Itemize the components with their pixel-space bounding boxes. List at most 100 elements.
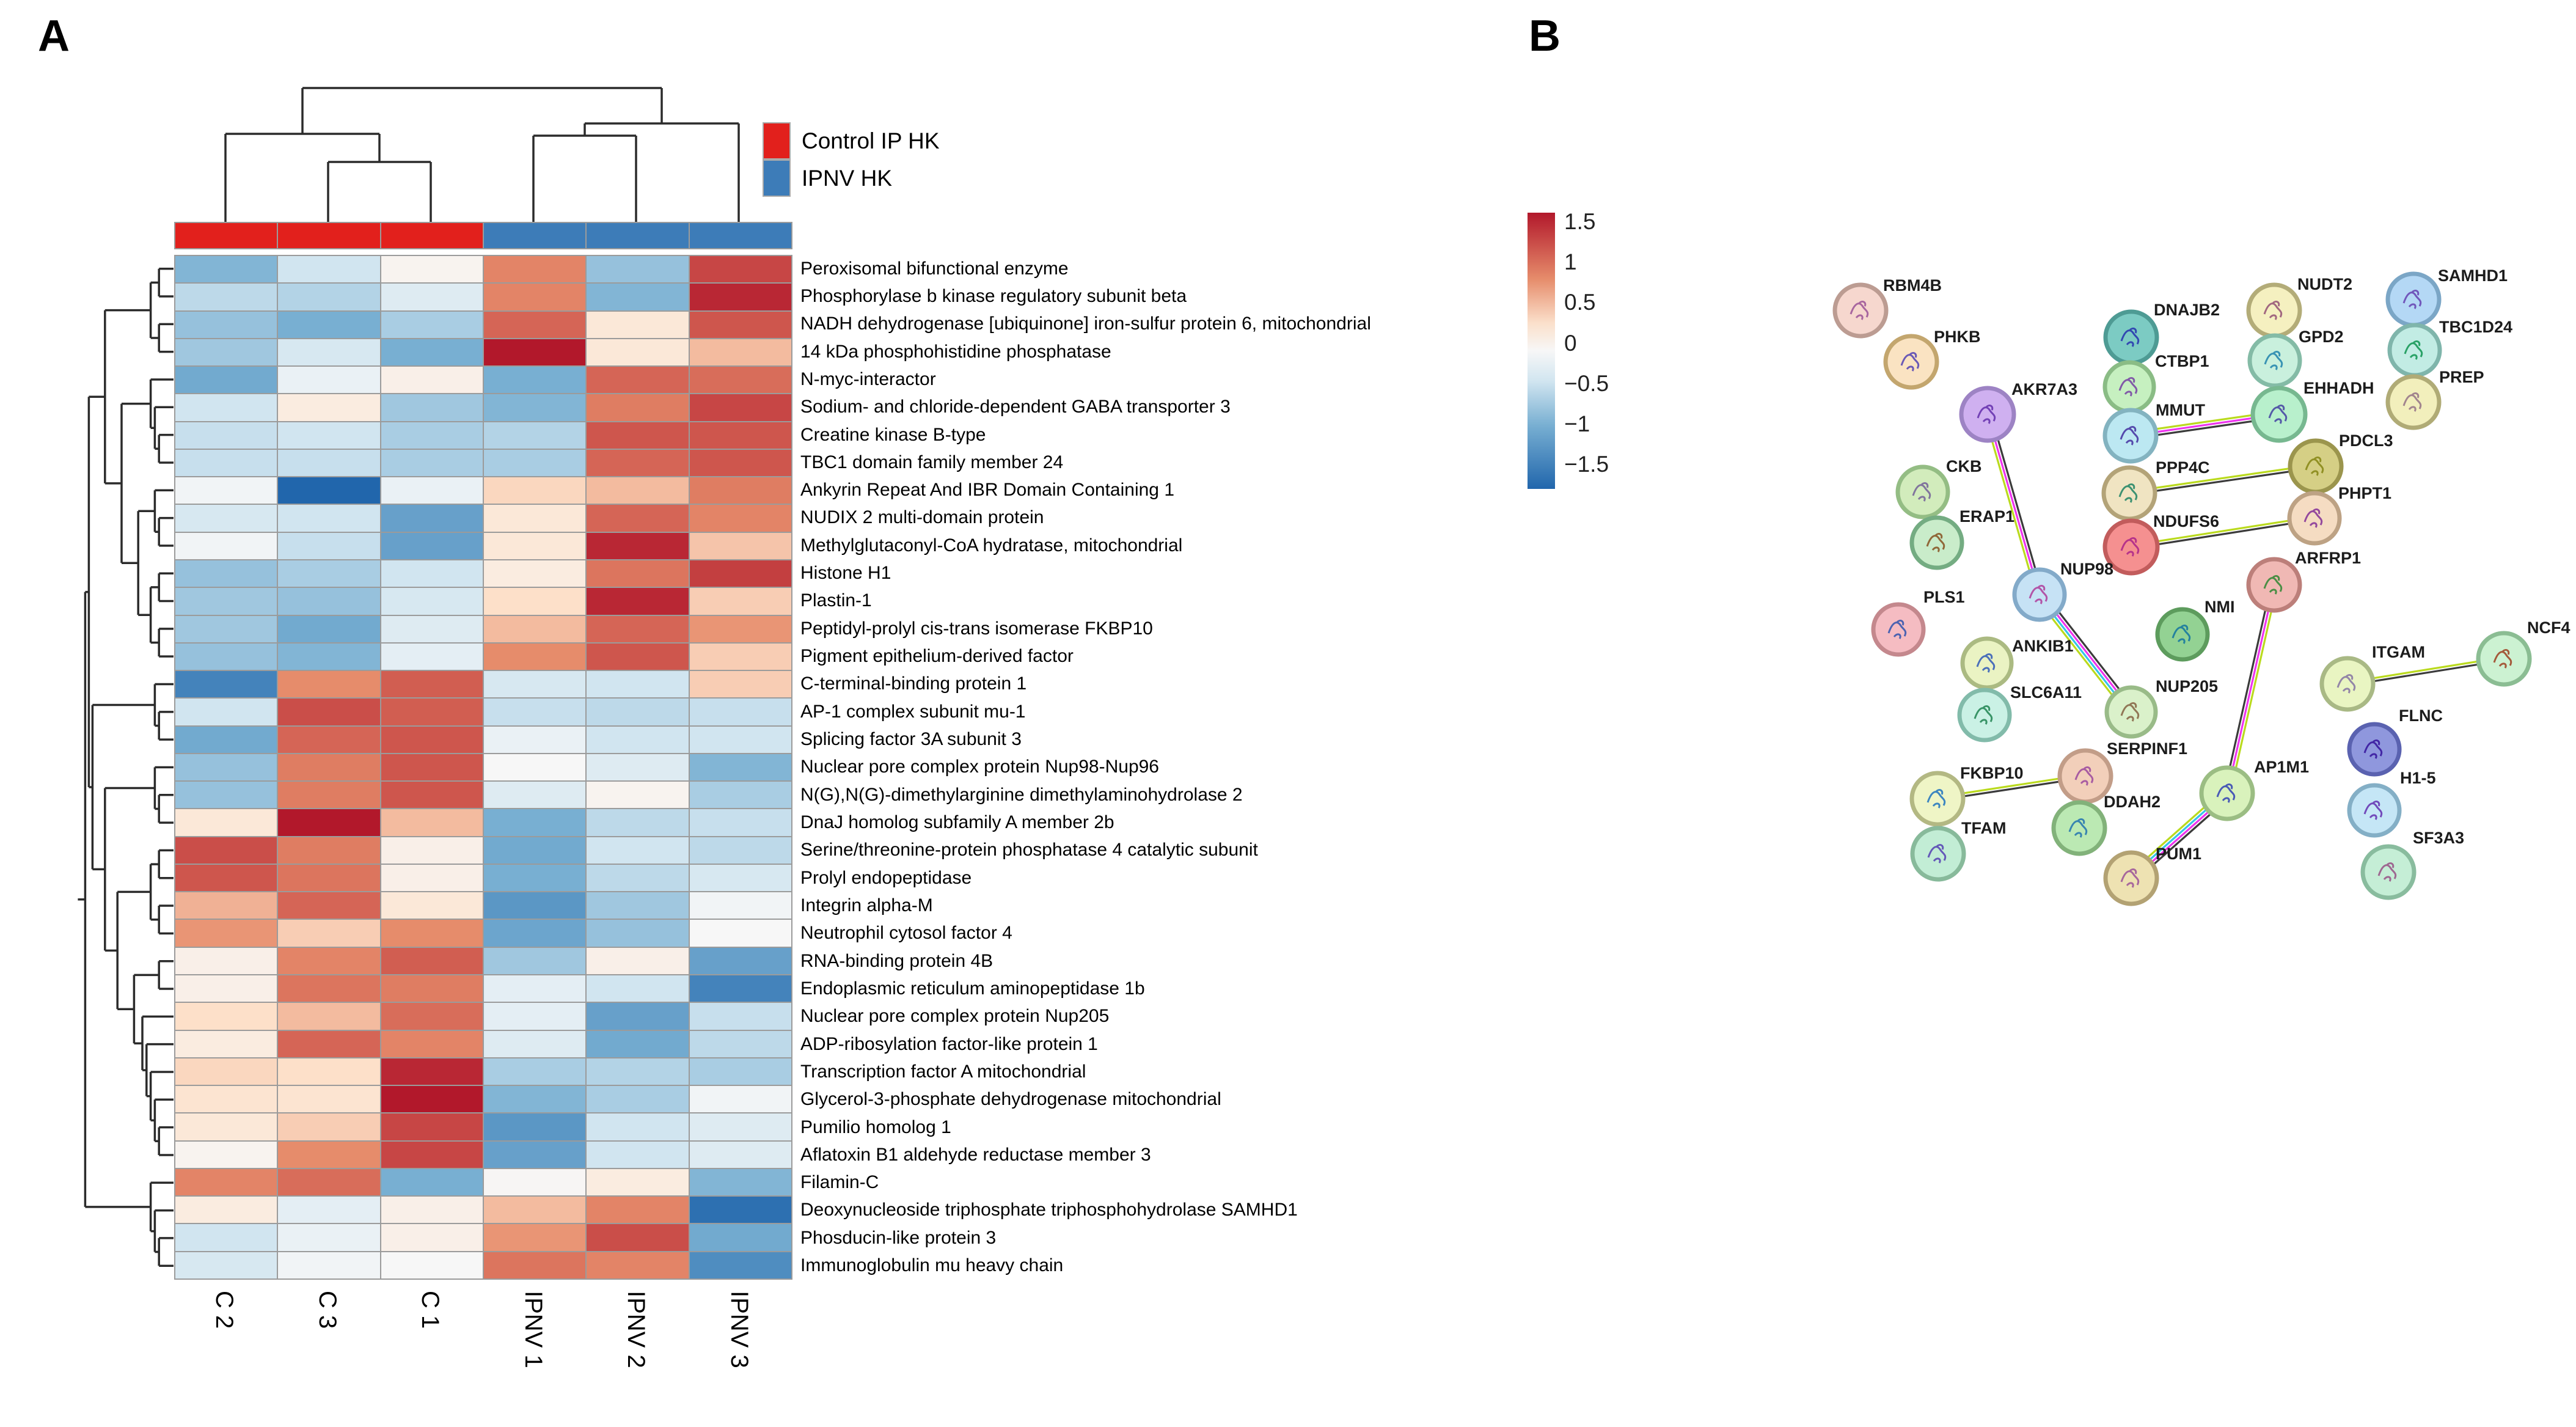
heatmap-cell	[278, 726, 380, 753]
heatmap-cell	[278, 837, 380, 864]
heatmap-cell	[483, 284, 586, 310]
heatmap-cell	[175, 782, 277, 809]
column-label: IPNV 1	[519, 1291, 547, 1368]
heatmap-cell	[175, 864, 277, 892]
node-glyph	[2363, 801, 2383, 820]
heatmap-cell	[587, 560, 689, 587]
column-label: C 2	[211, 1291, 238, 1329]
row-label: RNA-binding protein 4B	[800, 950, 993, 971]
heatmap-cell	[175, 1224, 277, 1251]
heatmap-cell	[587, 615, 689, 642]
network-node	[2247, 333, 2302, 388]
heatmap-cell	[278, 1168, 380, 1196]
heatmap-cell	[175, 588, 277, 615]
node-label: H1-5	[2400, 769, 2436, 787]
node-label: NUP205	[2156, 677, 2219, 695]
row-label: Deoxynucleoside triphosphate triphosphoh…	[800, 1200, 1298, 1220]
legend-swatch-ipnv	[763, 160, 791, 197]
network-node	[2385, 374, 2442, 430]
heatmap-cell	[381, 256, 483, 283]
network-node	[2360, 844, 2417, 900]
node-label: PPP4C	[2156, 458, 2210, 477]
heatmap-cell	[483, 1058, 586, 1085]
heatmap-cell	[483, 726, 586, 753]
node-glyph	[2264, 351, 2283, 370]
node-glyph	[1974, 705, 1993, 725]
node-label: SAMHD1	[2438, 266, 2508, 285]
heatmap-cell	[587, 643, 689, 670]
heatmap-cell	[381, 449, 483, 477]
network-node	[1871, 602, 1926, 657]
heatmap-cell	[175, 1113, 277, 1140]
heatmap-cell	[483, 532, 586, 559]
heatmap-cell	[175, 367, 277, 394]
heatmap-cell	[587, 339, 689, 366]
heatmap-cell	[175, 339, 277, 366]
node-label: FLNC	[2399, 706, 2443, 725]
heatmap-cell	[278, 643, 380, 670]
heatmap-cell	[587, 367, 689, 394]
heatmap-cell	[278, 809, 380, 836]
heatmap-cell	[689, 615, 791, 642]
heatmap-cell	[587, 947, 689, 975]
heatmap-cell	[587, 1058, 689, 1085]
node-label: ARFRP1	[2295, 549, 2362, 567]
heatmap-cell	[175, 809, 277, 836]
heatmap-cell	[587, 782, 689, 809]
heatmap-cell	[587, 477, 689, 504]
heatmap-cell	[381, 477, 483, 504]
column-group-cell	[175, 223, 277, 248]
heatmap-cell	[278, 782, 380, 809]
heatmap-cell	[278, 1252, 380, 1278]
network-node	[1895, 464, 1950, 519]
heatmap-cell	[175, 256, 277, 283]
heatmap-cell	[689, 1003, 791, 1030]
heatmap-cell	[483, 1224, 586, 1251]
node-label: PHPT1	[2338, 484, 2392, 502]
row-label: Prolyl endopeptidase	[800, 867, 972, 888]
node-label: AKR7A3	[2011, 380, 2078, 398]
heatmap-cell	[175, 1003, 277, 1030]
heatmap-cell	[278, 256, 380, 283]
heatmap-cell	[175, 1030, 277, 1057]
heatmap-cell	[587, 699, 689, 725]
network-node	[2319, 656, 2376, 712]
heatmap-cell	[278, 477, 380, 504]
row-label: Creatine kinase B-type	[800, 424, 986, 445]
heatmap-cell	[381, 1086, 483, 1113]
heatmap-cell	[483, 422, 586, 449]
node-glyph	[2263, 301, 2283, 320]
heatmap-cell	[689, 782, 791, 809]
node-label: PLS1	[1923, 588, 1965, 606]
node-label: PREP	[2439, 368, 2484, 386]
heatmap-cell	[587, 394, 689, 421]
heatmap-cell	[483, 892, 586, 919]
node-glyph	[2402, 392, 2422, 412]
heatmap-cell	[381, 588, 483, 615]
heatmap-cell	[278, 671, 380, 698]
network-edge	[2229, 585, 2278, 794]
node-label: FKBP10	[1960, 764, 2024, 782]
heatmap-cell	[278, 532, 380, 559]
heatmap-cell	[175, 975, 277, 1002]
row-label: Integrin alpha-M	[800, 895, 933, 915]
heatmap-cell	[381, 1141, 483, 1168]
row-label: Splicing factor 3A subunit 3	[800, 729, 1022, 750]
heatmap-cell	[175, 1197, 277, 1223]
heatmap-cell	[587, 1086, 689, 1113]
heatmap-cell	[689, 643, 791, 670]
column-label: C 1	[417, 1291, 444, 1329]
heatmap-cell	[175, 505, 277, 532]
node-glyph	[2068, 818, 2088, 838]
node-glyph	[2363, 739, 2383, 759]
node-label: CKB	[1946, 457, 1982, 475]
row-label: Aflatoxin B1 aldehyde reductase member 3	[800, 1144, 1151, 1165]
row-label: Phosphorylase b kinase regulatory subuni…	[800, 285, 1187, 306]
row-label: Nuclear pore complex protein Nup98-Nup96	[800, 757, 1159, 777]
column-group-cell	[278, 223, 380, 248]
heatmap-cell	[381, 560, 483, 587]
heatmap-cell	[689, 1058, 791, 1085]
heatmap-cell	[689, 477, 791, 504]
heatmap-cell	[278, 422, 380, 449]
heatmap-cell	[483, 809, 586, 836]
